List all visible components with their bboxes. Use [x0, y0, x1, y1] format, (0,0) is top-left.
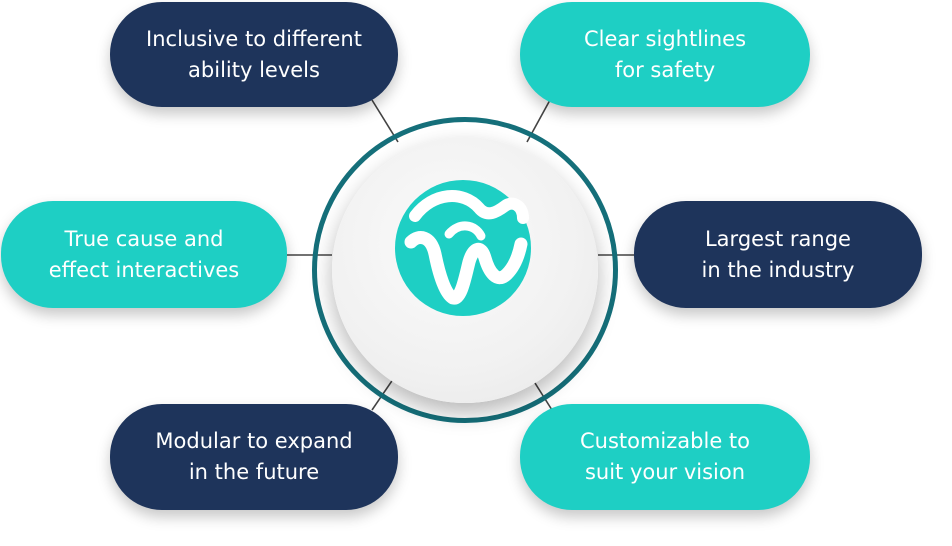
wave-w-logo-icon	[395, 180, 531, 316]
feature-node-cause-effect: True cause and effect interactives	[1, 201, 287, 308]
feature-label: Clear sightlines for safety	[583, 26, 747, 82]
feature-label: Inclusive to different ability levels	[146, 26, 362, 82]
feature-node-sightlines: Clear sightlines for safety	[520, 2, 810, 107]
feature-node-modular: Modular to expand in the future	[110, 404, 398, 510]
feature-node-inclusive: Inclusive to different ability levels	[110, 2, 398, 107]
feature-label: Modular to expand in the future	[155, 429, 353, 484]
feature-node-largest-range: Largest range in the industry	[634, 201, 922, 308]
feature-node-customizable: Customizable to suit your vision	[520, 404, 810, 510]
feature-label: True cause and effect interactives	[48, 226, 240, 282]
feature-label: Largest range in the industry	[701, 226, 855, 282]
hub-ring	[312, 117, 618, 423]
feature-label: Customizable to suit your vision	[579, 429, 751, 484]
